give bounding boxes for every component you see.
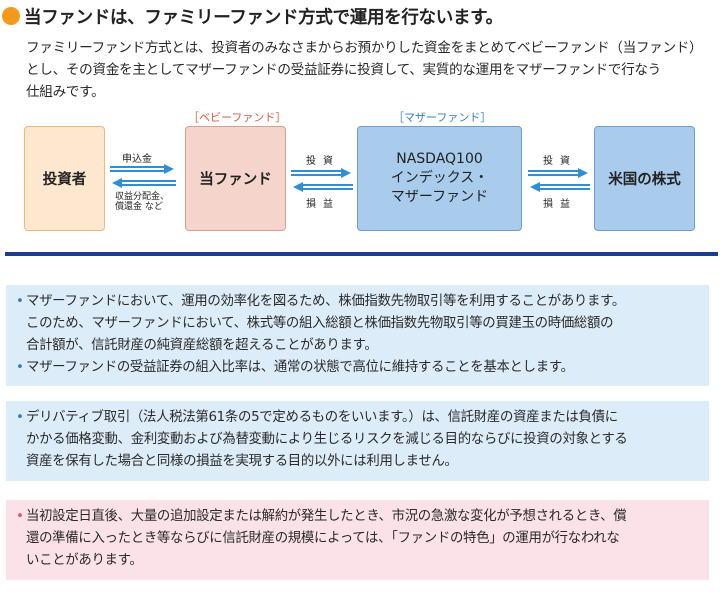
bullet-icon: •: [16, 294, 24, 309]
note-line: 資産を保有した場合と同様の損益を実現する目的以外には利用しません。: [26, 454, 458, 469]
fund-box: 当ファンド: [185, 126, 286, 231]
left-arrow-icon: [293, 182, 353, 192]
returns-line: 償還金 など: [115, 202, 163, 212]
intro-line: とし、その資金を主としてマザーファンドの受益証券に投資して、実質的な運用をマザー…: [26, 62, 661, 78]
intro-paragraph: ファミリーファンド方式とは、投資者のみなさまからお預かりした資金をまとめてベビー…: [26, 37, 718, 103]
note-line: •当初設定日直後、大量の追加設定または解約が発生したとき、市況の急激な変化が予想…: [6, 506, 709, 528]
section-divider: [5, 252, 718, 256]
bullet-icon: •: [16, 410, 24, 425]
bullet-icon: •: [16, 360, 24, 375]
subscription-label: 申込金: [122, 154, 152, 165]
us-stock-box: 米国の株式: [594, 126, 695, 231]
section-heading: 当ファンドは、ファミリーファンド方式で運用を行ないます。: [2, 2, 503, 30]
note-line: •マザーファンドにおいて、運用の効率化を図るため、株価指数先物取引等を利用するこ…: [6, 291, 709, 313]
baby-fund-label: ［ベビーファンド］: [188, 111, 287, 124]
bullet-icon: •: [16, 509, 24, 524]
invest-label: 投資: [306, 156, 340, 167]
mother-fund-box: NASDAQ100 インデックス・ マザーファンド: [357, 126, 522, 231]
mother-fund-line: マザーファンド: [390, 189, 489, 205]
left-arrow-icon: [530, 182, 590, 192]
orange-dot-icon: [2, 7, 20, 25]
intro-line: 仕組みです。: [26, 84, 105, 100]
returns-label: 収益分配金、 償還金 など: [115, 192, 169, 212]
note-line: かかる価格変動、金利変動および為替変動により生じるリスクを減じる目的ならびに投資…: [26, 432, 628, 447]
pnl-label: 損益: [543, 199, 577, 210]
note-panel-futures: •マザーファンドにおいて、運用の効率化を図るため、株価指数先物取引等を利用するこ…: [6, 285, 709, 386]
note-panel-derivatives: •デリバティブ取引（法人税法第61条の5で定めるものをいいます。）は、信託財産の…: [6, 401, 709, 481]
mother-fund-line: NASDAQ100: [396, 151, 483, 167]
pnl-label: 損益: [306, 199, 340, 210]
mother-fund-label: ［マザーファンド］: [393, 111, 492, 124]
right-arrow-icon: [110, 164, 174, 174]
left-arrow-icon: [112, 178, 176, 188]
mother-fund-line: インデックス・: [390, 170, 489, 186]
intro-line: ファミリーファンド方式とは、投資者のみなさまからお預かりした資金をまとめてベビー…: [26, 40, 703, 56]
invest-label: 投資: [543, 156, 577, 167]
returns-line: 収益分配金、: [115, 192, 170, 202]
note-panel-caution: •当初設定日直後、大量の追加設定または解約が発生したとき、市況の急激な変化が予想…: [6, 500, 709, 580]
right-arrow-icon: [528, 168, 588, 178]
right-arrow-icon: [291, 168, 351, 178]
note-line: 還の準備に入ったとき等ならびに信託財産の規模によっては、「ファンドの特色」の運用…: [26, 531, 620, 546]
investor-box: 投資者: [24, 126, 105, 231]
note-line: いことがあります。: [26, 553, 143, 568]
note-line: •マザーファンドの受益証券の組入比率は、通常の状態で高位に維持することを基本とし…: [6, 357, 709, 379]
heading-text: 当ファンドは、ファミリーファンド方式で運用を行ないます。: [24, 7, 503, 28]
note-line: •デリバティブ取引（法人税法第61条の5で定めるものをいいます。）は、信託財産の…: [6, 407, 709, 429]
note-line: 合計額が、信託財産の純資産総額を超えることがあります。: [26, 338, 378, 353]
note-line: このため、マザーファンドにおいて、株式等の組入総額と株価指数先物取引等の買建玉の…: [26, 316, 614, 331]
